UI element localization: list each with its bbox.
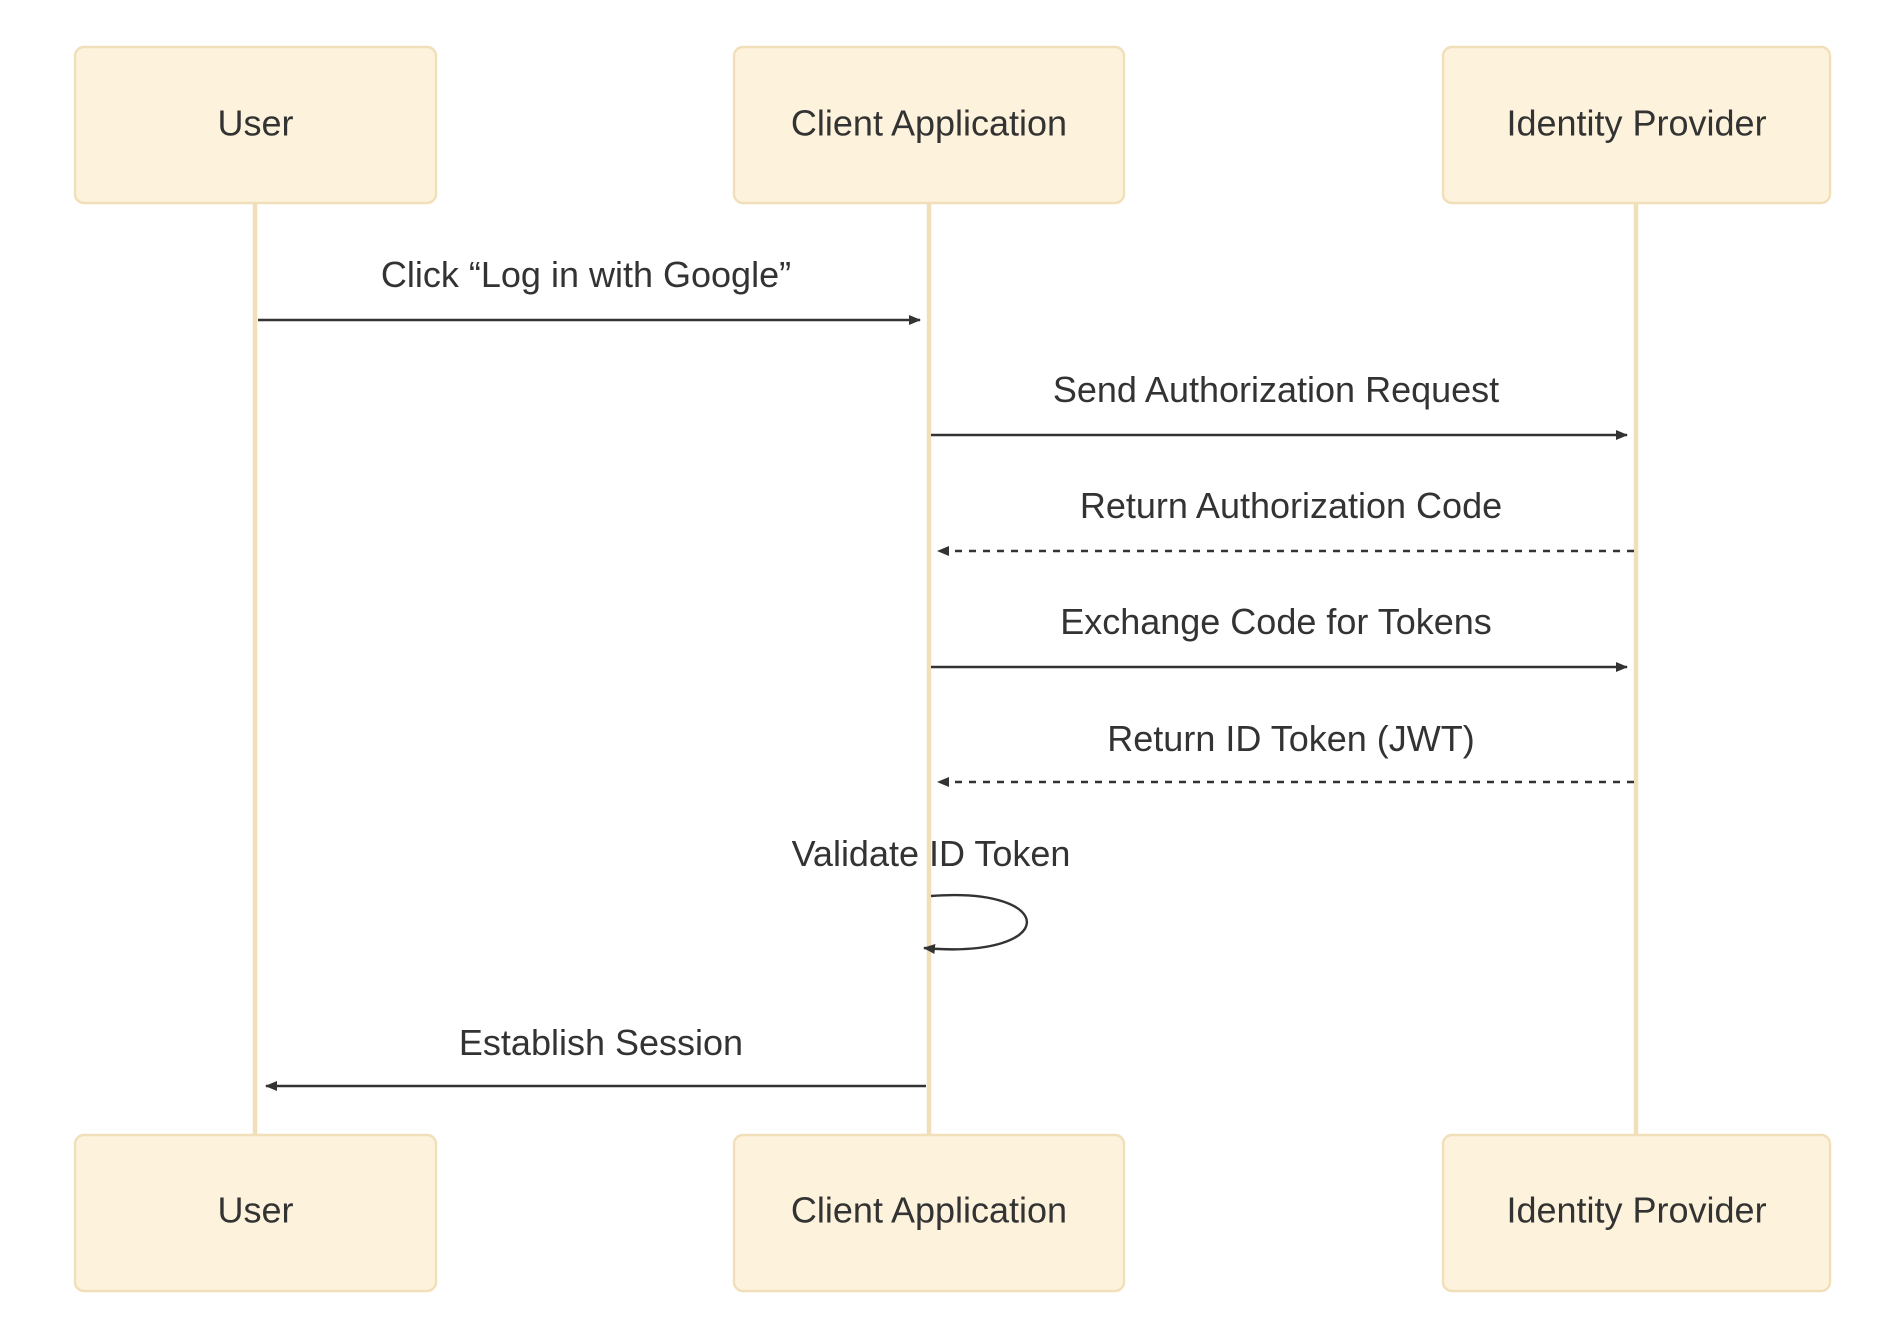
actor-label: Client Application bbox=[791, 1190, 1067, 1231]
message-label: Return ID Token (JWT) bbox=[1107, 718, 1474, 759]
message-label: Click “Log in with Google” bbox=[381, 254, 791, 295]
actor-identity-provider-bottom: Identity Provider bbox=[1441, 1133, 1832, 1293]
bottom-actors: User Client Application Identity Provide… bbox=[73, 1133, 1832, 1293]
actor-user-bottom: User bbox=[73, 1133, 438, 1293]
message-click-login: Click “Log in with Google” bbox=[258, 254, 921, 325]
message-validate-id-token: Validate ID Token bbox=[792, 833, 1071, 954]
actor-label: User bbox=[217, 103, 293, 144]
message-label: Send Authorization Request bbox=[1053, 369, 1499, 410]
top-actors: User Client Application Identity Provide… bbox=[73, 45, 1832, 205]
actor-label: User bbox=[217, 1190, 293, 1231]
actor-label: Identity Provider bbox=[1506, 1190, 1766, 1231]
actor-client-application-bottom: Client Application bbox=[732, 1133, 1126, 1293]
actor-label: Identity Provider bbox=[1506, 103, 1766, 144]
message-return-id-token: Return ID Token (JWT) bbox=[937, 718, 1634, 787]
message-label: Validate ID Token bbox=[792, 833, 1071, 874]
actor-user-top: User bbox=[73, 45, 438, 205]
self-loop-arrow bbox=[923, 893, 1028, 954]
message-return-authorization-code: Return Authorization Code bbox=[937, 485, 1634, 556]
message-label: Exchange Code for Tokens bbox=[1060, 601, 1492, 642]
message-label: Establish Session bbox=[459, 1022, 743, 1063]
actor-client-application-top: Client Application bbox=[732, 45, 1126, 205]
actor-label: Client Application bbox=[791, 103, 1067, 144]
actor-identity-provider-top: Identity Provider bbox=[1441, 45, 1832, 205]
messages: Click “Log in with Google” Send Authoriz… bbox=[258, 254, 1634, 1091]
message-label: Return Authorization Code bbox=[1080, 485, 1502, 526]
message-exchange-code-for-tokens: Exchange Code for Tokens bbox=[931, 601, 1628, 672]
message-send-authorization-request: Send Authorization Request bbox=[931, 369, 1628, 440]
message-establish-session: Establish Session bbox=[265, 1022, 926, 1091]
lifelines bbox=[252, 203, 1639, 1135]
